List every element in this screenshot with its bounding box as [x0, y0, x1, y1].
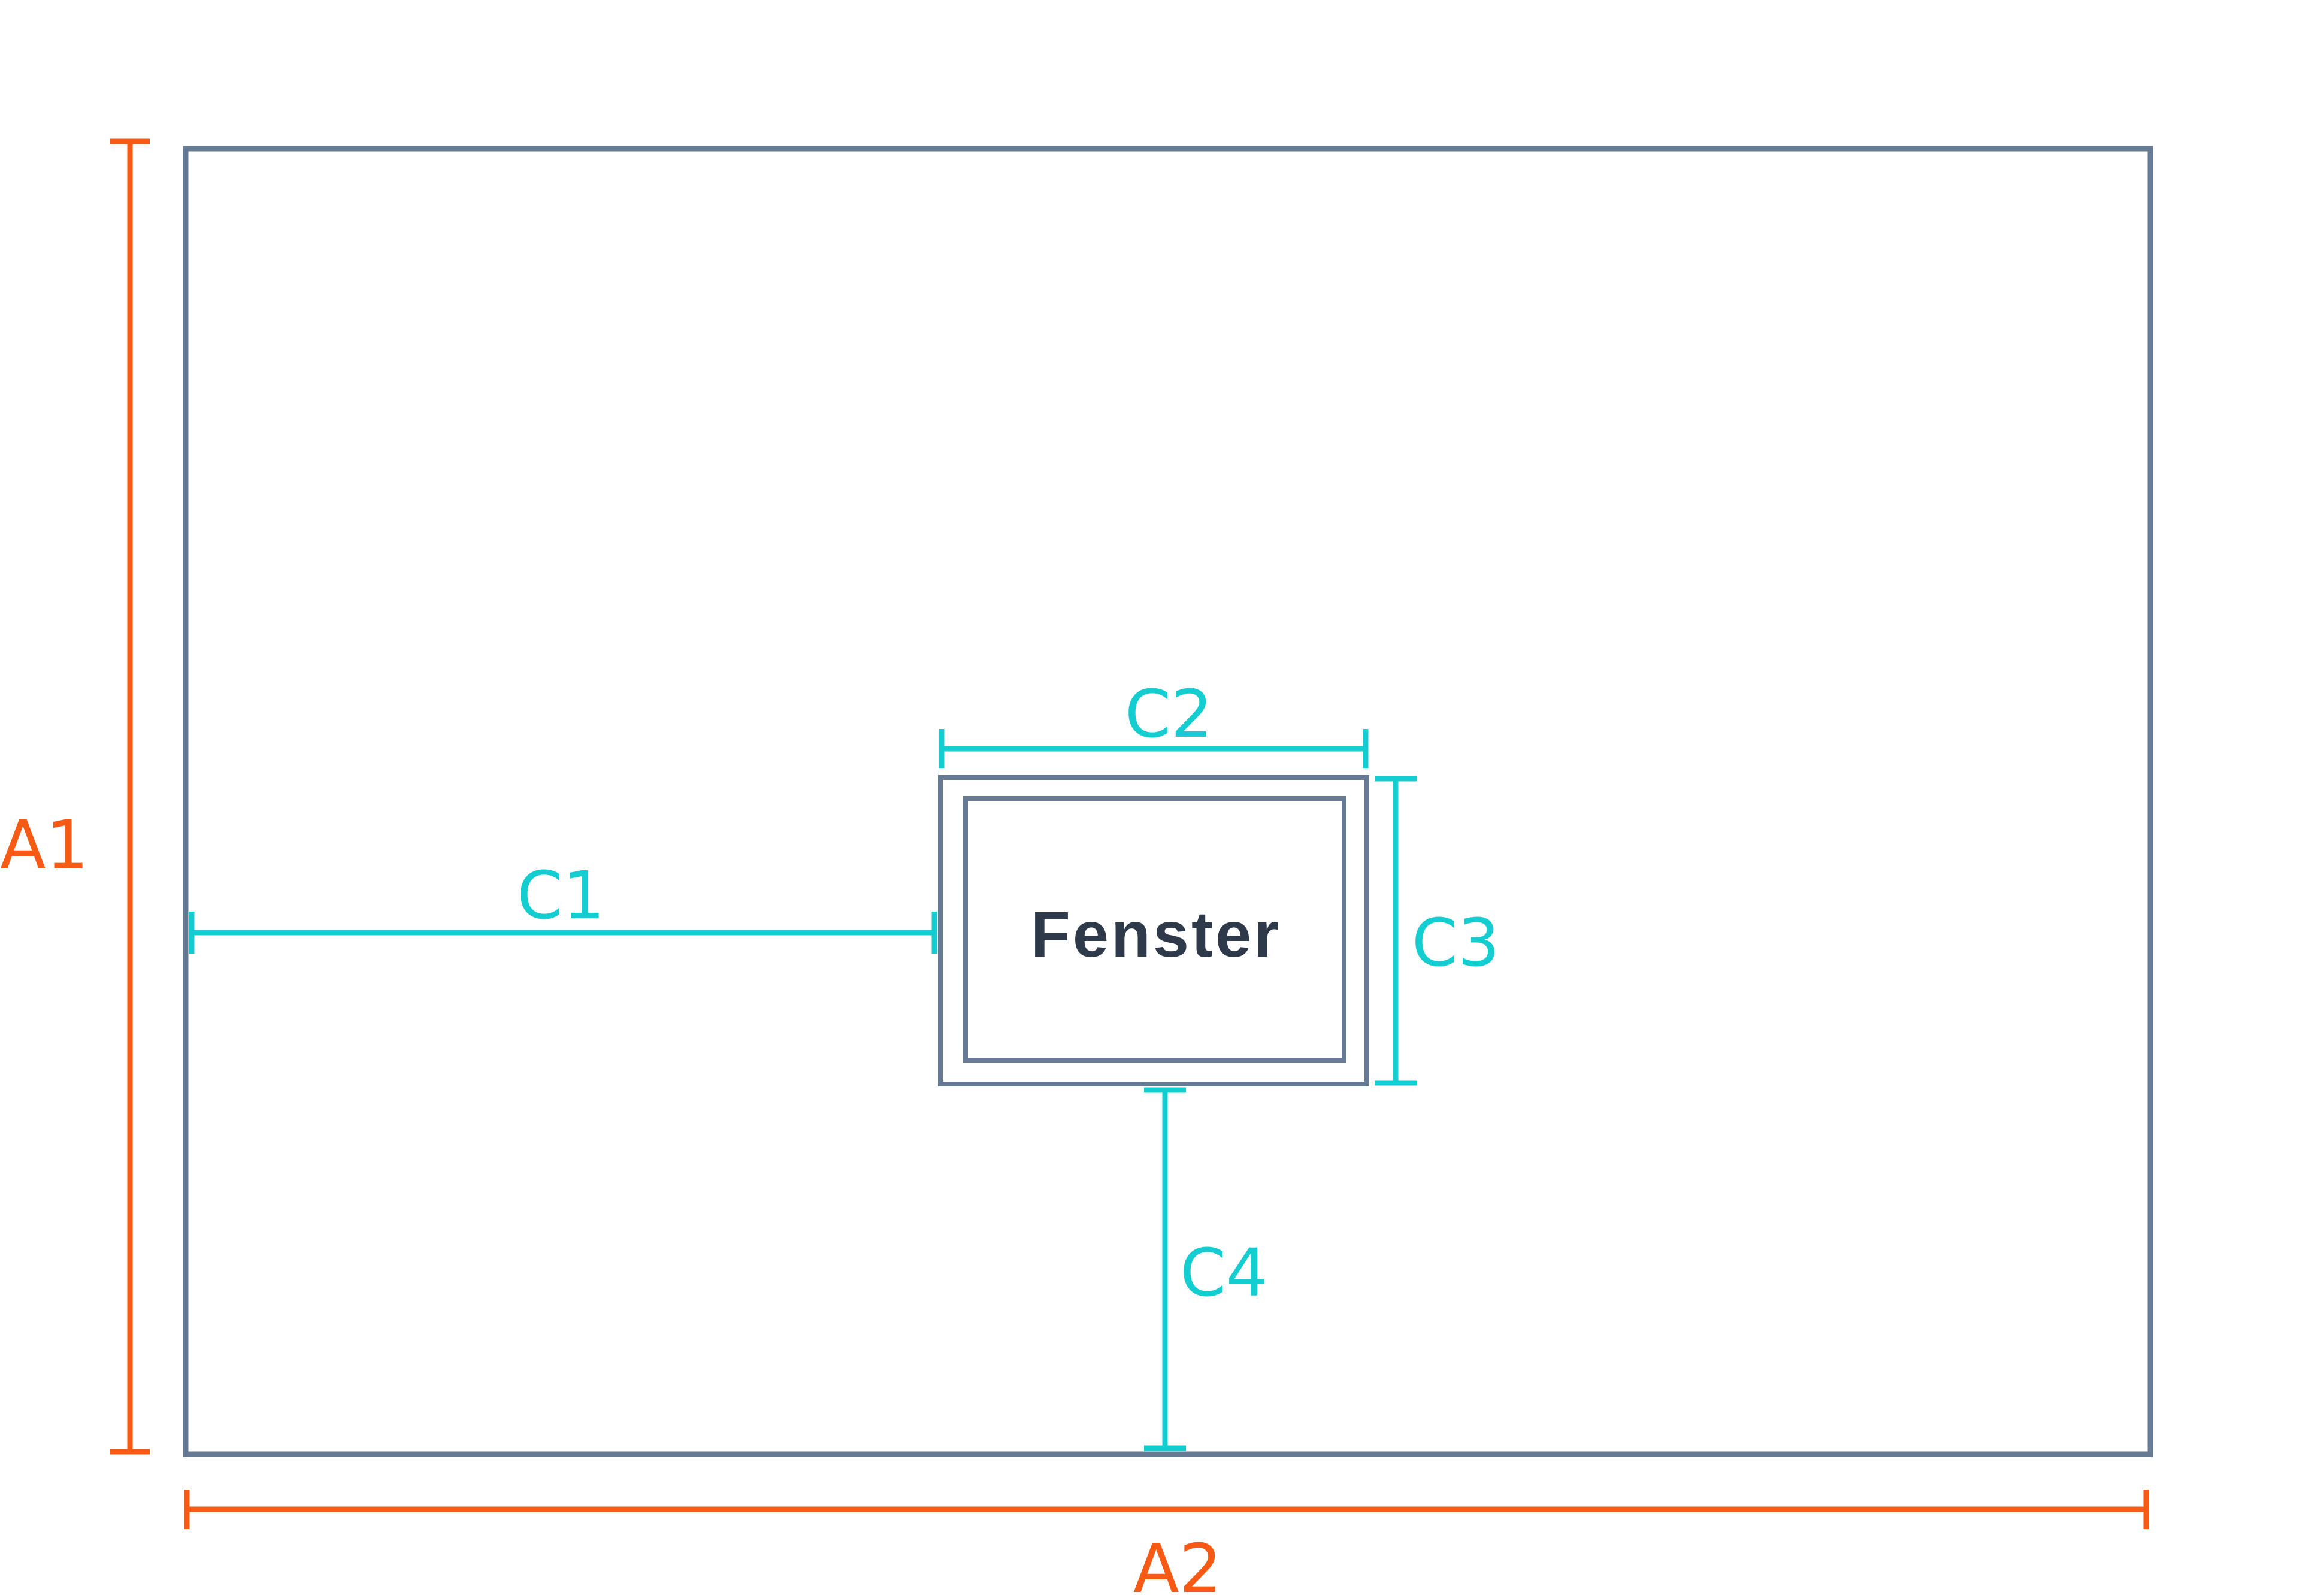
label-c3: C3: [1412, 904, 1500, 981]
dimension-c1: [189, 912, 937, 954]
dimension-a2: [184, 1490, 2149, 1529]
dimension-c2: [939, 729, 1369, 768]
dimension-c4: [1144, 1087, 1186, 1451]
dimension-a1: [110, 138, 150, 1455]
label-c2: C2: [1125, 676, 1213, 752]
window-outer-frame: [938, 775, 1369, 1086]
label-c1: C1: [517, 857, 605, 934]
label-a2: A2: [1133, 1530, 1222, 1595]
label-a1: A1: [0, 807, 89, 885]
window-label: Fenster: [1031, 898, 1281, 970]
wall-outline: [183, 146, 2153, 1457]
window-inner-frame: [963, 796, 1346, 1063]
label-c4: C4: [1180, 1234, 1268, 1311]
dimension-c3: [1375, 776, 1417, 1086]
